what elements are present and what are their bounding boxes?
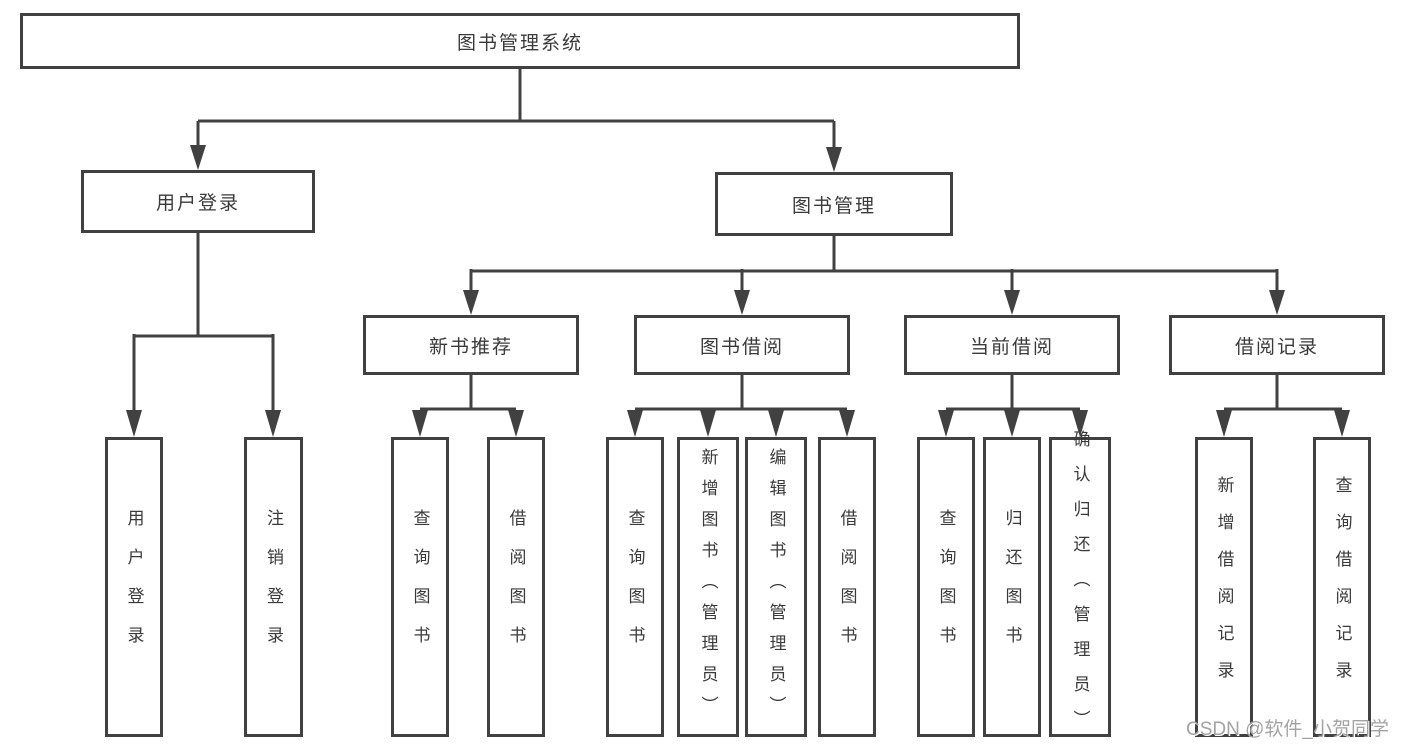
node-borrow-books-leaf: 借阅图书 bbox=[818, 437, 876, 737]
node-book-borrowing: 图书借阅 bbox=[634, 315, 850, 375]
node-new-book-recommendation-label: 新书推荐 bbox=[428, 336, 513, 358]
node-user-login-label: 用户登录 bbox=[155, 193, 240, 214]
node-query-books-borrowing: 查询图书 bbox=[606, 437, 664, 737]
node-root-label: 图书管理系统 bbox=[456, 32, 583, 54]
node-query-books-current: 查询图书 bbox=[917, 437, 975, 737]
node-user-login: 用户登录 bbox=[81, 170, 315, 233]
arrowheads bbox=[126, 145, 1350, 437]
node-book-management-label: 图书管理 bbox=[791, 195, 876, 217]
watermark-text: CSDN @软件_小贺同学 bbox=[1186, 719, 1389, 740]
node-root-library-system: 图书管理系统 bbox=[20, 13, 1020, 69]
node-current-borrowing-label: 当前借阅 bbox=[969, 336, 1054, 358]
node-logout: 注销登录 bbox=[244, 437, 303, 737]
node-book-borrowing-label: 图书借阅 bbox=[699, 336, 784, 358]
node-borrowing-records: 借阅记录 bbox=[1169, 315, 1385, 375]
node-return-books: 归还图书 bbox=[983, 437, 1041, 737]
node-confirm-return-admin: 确认归还（管理员） bbox=[1049, 430, 1111, 745]
node-user-login-leaf: 用户登录 bbox=[105, 437, 163, 737]
node-current-borrowing: 当前借阅 bbox=[904, 315, 1120, 375]
node-borrow-books-recommend: 借阅图书 bbox=[487, 437, 545, 737]
node-borrowing-records-label: 借阅记录 bbox=[1234, 336, 1319, 358]
node-add-books-admin: 新增图书（管理员） bbox=[677, 437, 739, 737]
node-query-books-recommend: 查询图书 bbox=[391, 437, 449, 737]
node-add-borrow-record: 新增借阅记录 bbox=[1195, 437, 1253, 737]
node-edit-books-admin: 编辑图书（管理员） bbox=[745, 437, 807, 737]
node-book-management: 图书管理 bbox=[715, 172, 953, 236]
node-query-borrow-record: 查询借阅记录 bbox=[1313, 437, 1371, 737]
node-new-book-recommendation: 新书推荐 bbox=[363, 315, 579, 375]
